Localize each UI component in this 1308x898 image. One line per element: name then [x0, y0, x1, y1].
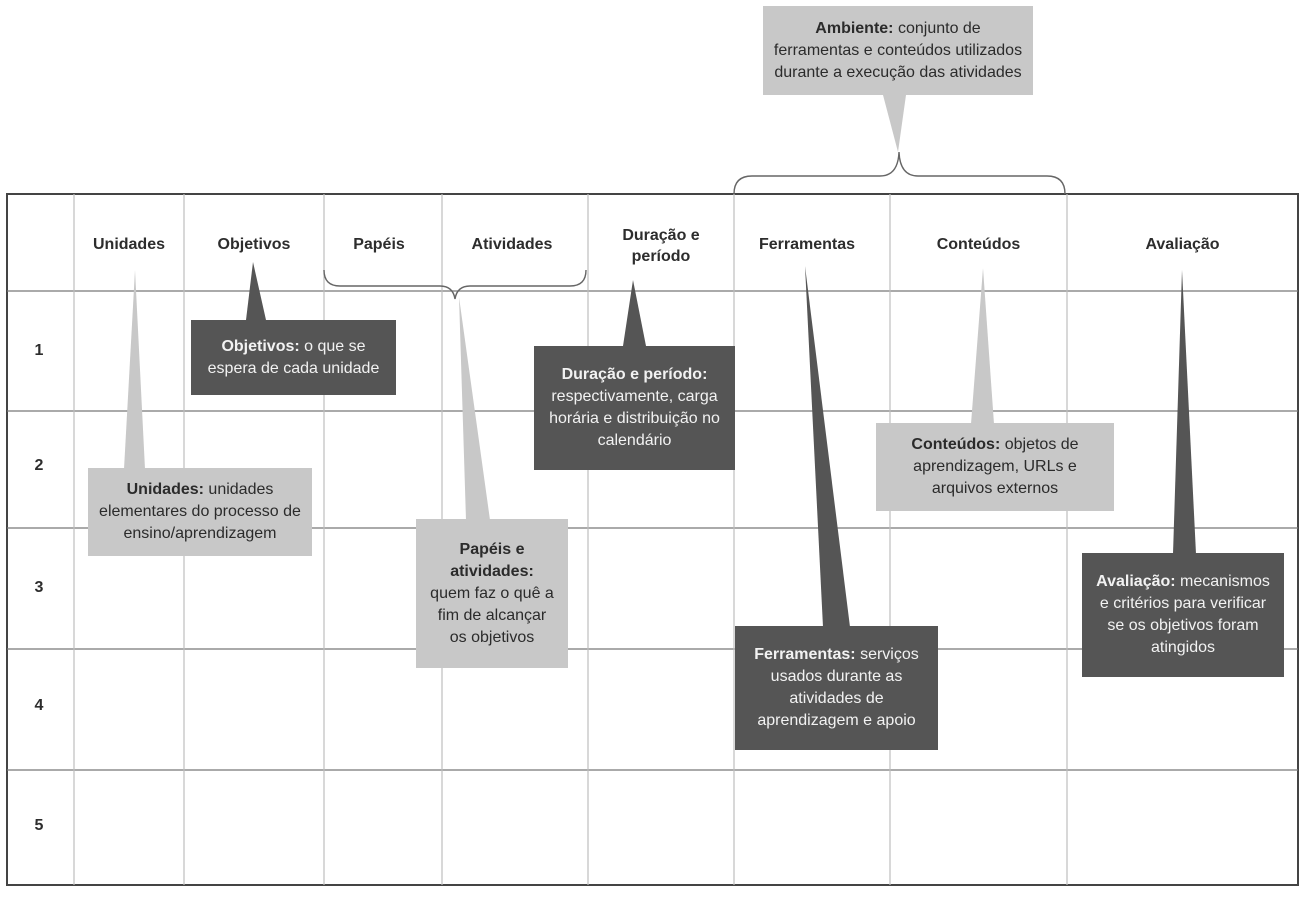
unidades-pointer: [124, 270, 145, 469]
callout-ambiente-term: Ambiente:: [815, 19, 894, 37]
callout-duracao-term: Duração e período:: [561, 366, 708, 383]
header-papeis: Papéis: [353, 235, 405, 253]
callout-ambiente-text: conjunto de ferramentas e conteúdos util…: [773, 19, 1023, 81]
callout-papeis-text: quem faz o quê a fim de alcançar os obje…: [430, 584, 554, 646]
callout-ferramentas-text: serviços usados durante as atividades de…: [757, 646, 919, 729]
callout-unidades-term: Unidades:: [126, 481, 204, 498]
callout-papeis-term: Papéis e atividades:: [450, 540, 534, 580]
row-number-2: 2: [34, 457, 44, 474]
callout-objetivos-term: Objetivos:: [221, 337, 300, 355]
callout-ferramentas: Ferramentas: serviços usados durante as …: [735, 626, 938, 750]
callout-duracao-text: respectivamente, carga horária e distrib…: [549, 388, 720, 449]
ambiente-pointer: [883, 95, 906, 152]
callout-avaliacao: Avaliação: mecanismos e critérios para v…: [1082, 553, 1284, 677]
header-conteudos: Conteúdos: [936, 235, 1021, 253]
callout-avaliacao-text: mecanismos e critérios para verificar se…: [1099, 573, 1270, 656]
header-unidades: Unidades: [92, 235, 165, 253]
header-duracao: Duração e período: [622, 227, 700, 265]
objetivos-pointer: [246, 262, 266, 320]
header-atividades: Atividades: [471, 235, 553, 253]
callout-conteudos-text: objetos de aprendizagem, URLs e arquivos…: [913, 436, 1079, 497]
papeis-atividades-brace: [323, 269, 587, 300]
row-number-5: 5: [34, 817, 44, 834]
row-number-3: 3: [34, 579, 44, 596]
header-ferramentas: Ferramentas: [758, 235, 856, 253]
avaliacao-pointer: [1173, 270, 1196, 554]
callout-duracao: Duração e período: respectivamente, carg…: [534, 346, 735, 470]
header-objetivos: Objetivos: [217, 235, 291, 253]
callout-objetivos: Objetivos: o que se espera de cada unida…: [191, 320, 396, 395]
callout-conteudos: Conteúdos: objetos de aprendizagem, URLs…: [876, 423, 1114, 511]
ferramentas-pointer: [805, 266, 850, 627]
duracao-pointer: [623, 280, 646, 346]
callout-avaliacao-term: Avaliação:: [1096, 573, 1176, 590]
callout-unidades-text: unidades elementares do processo de ensi…: [99, 481, 301, 542]
callout-ferramentas-term: Ferramentas:: [754, 646, 856, 663]
callout-conteudos-term: Conteúdos:: [911, 436, 1001, 453]
row-number-1: 1: [34, 342, 44, 359]
ambiente-brace: [733, 151, 1066, 195]
callout-papeis-atividades: Papéis e atividades: quem faz o quê a fi…: [416, 519, 568, 668]
table-border: [6, 193, 1299, 886]
callout-objetivos-text: o que se espera de cada unidade: [207, 337, 380, 377]
conteudos-pointer: [971, 268, 994, 424]
header-avaliacao: Avaliação: [1145, 235, 1220, 253]
callout-unidades: Unidades: unidades elementares do proces…: [88, 468, 312, 556]
papeis-pointer: [459, 297, 490, 520]
callout-ambiente: Ambiente: conjunto de ferramentas e cont…: [763, 6, 1033, 95]
row-number-4: 4: [34, 697, 44, 714]
